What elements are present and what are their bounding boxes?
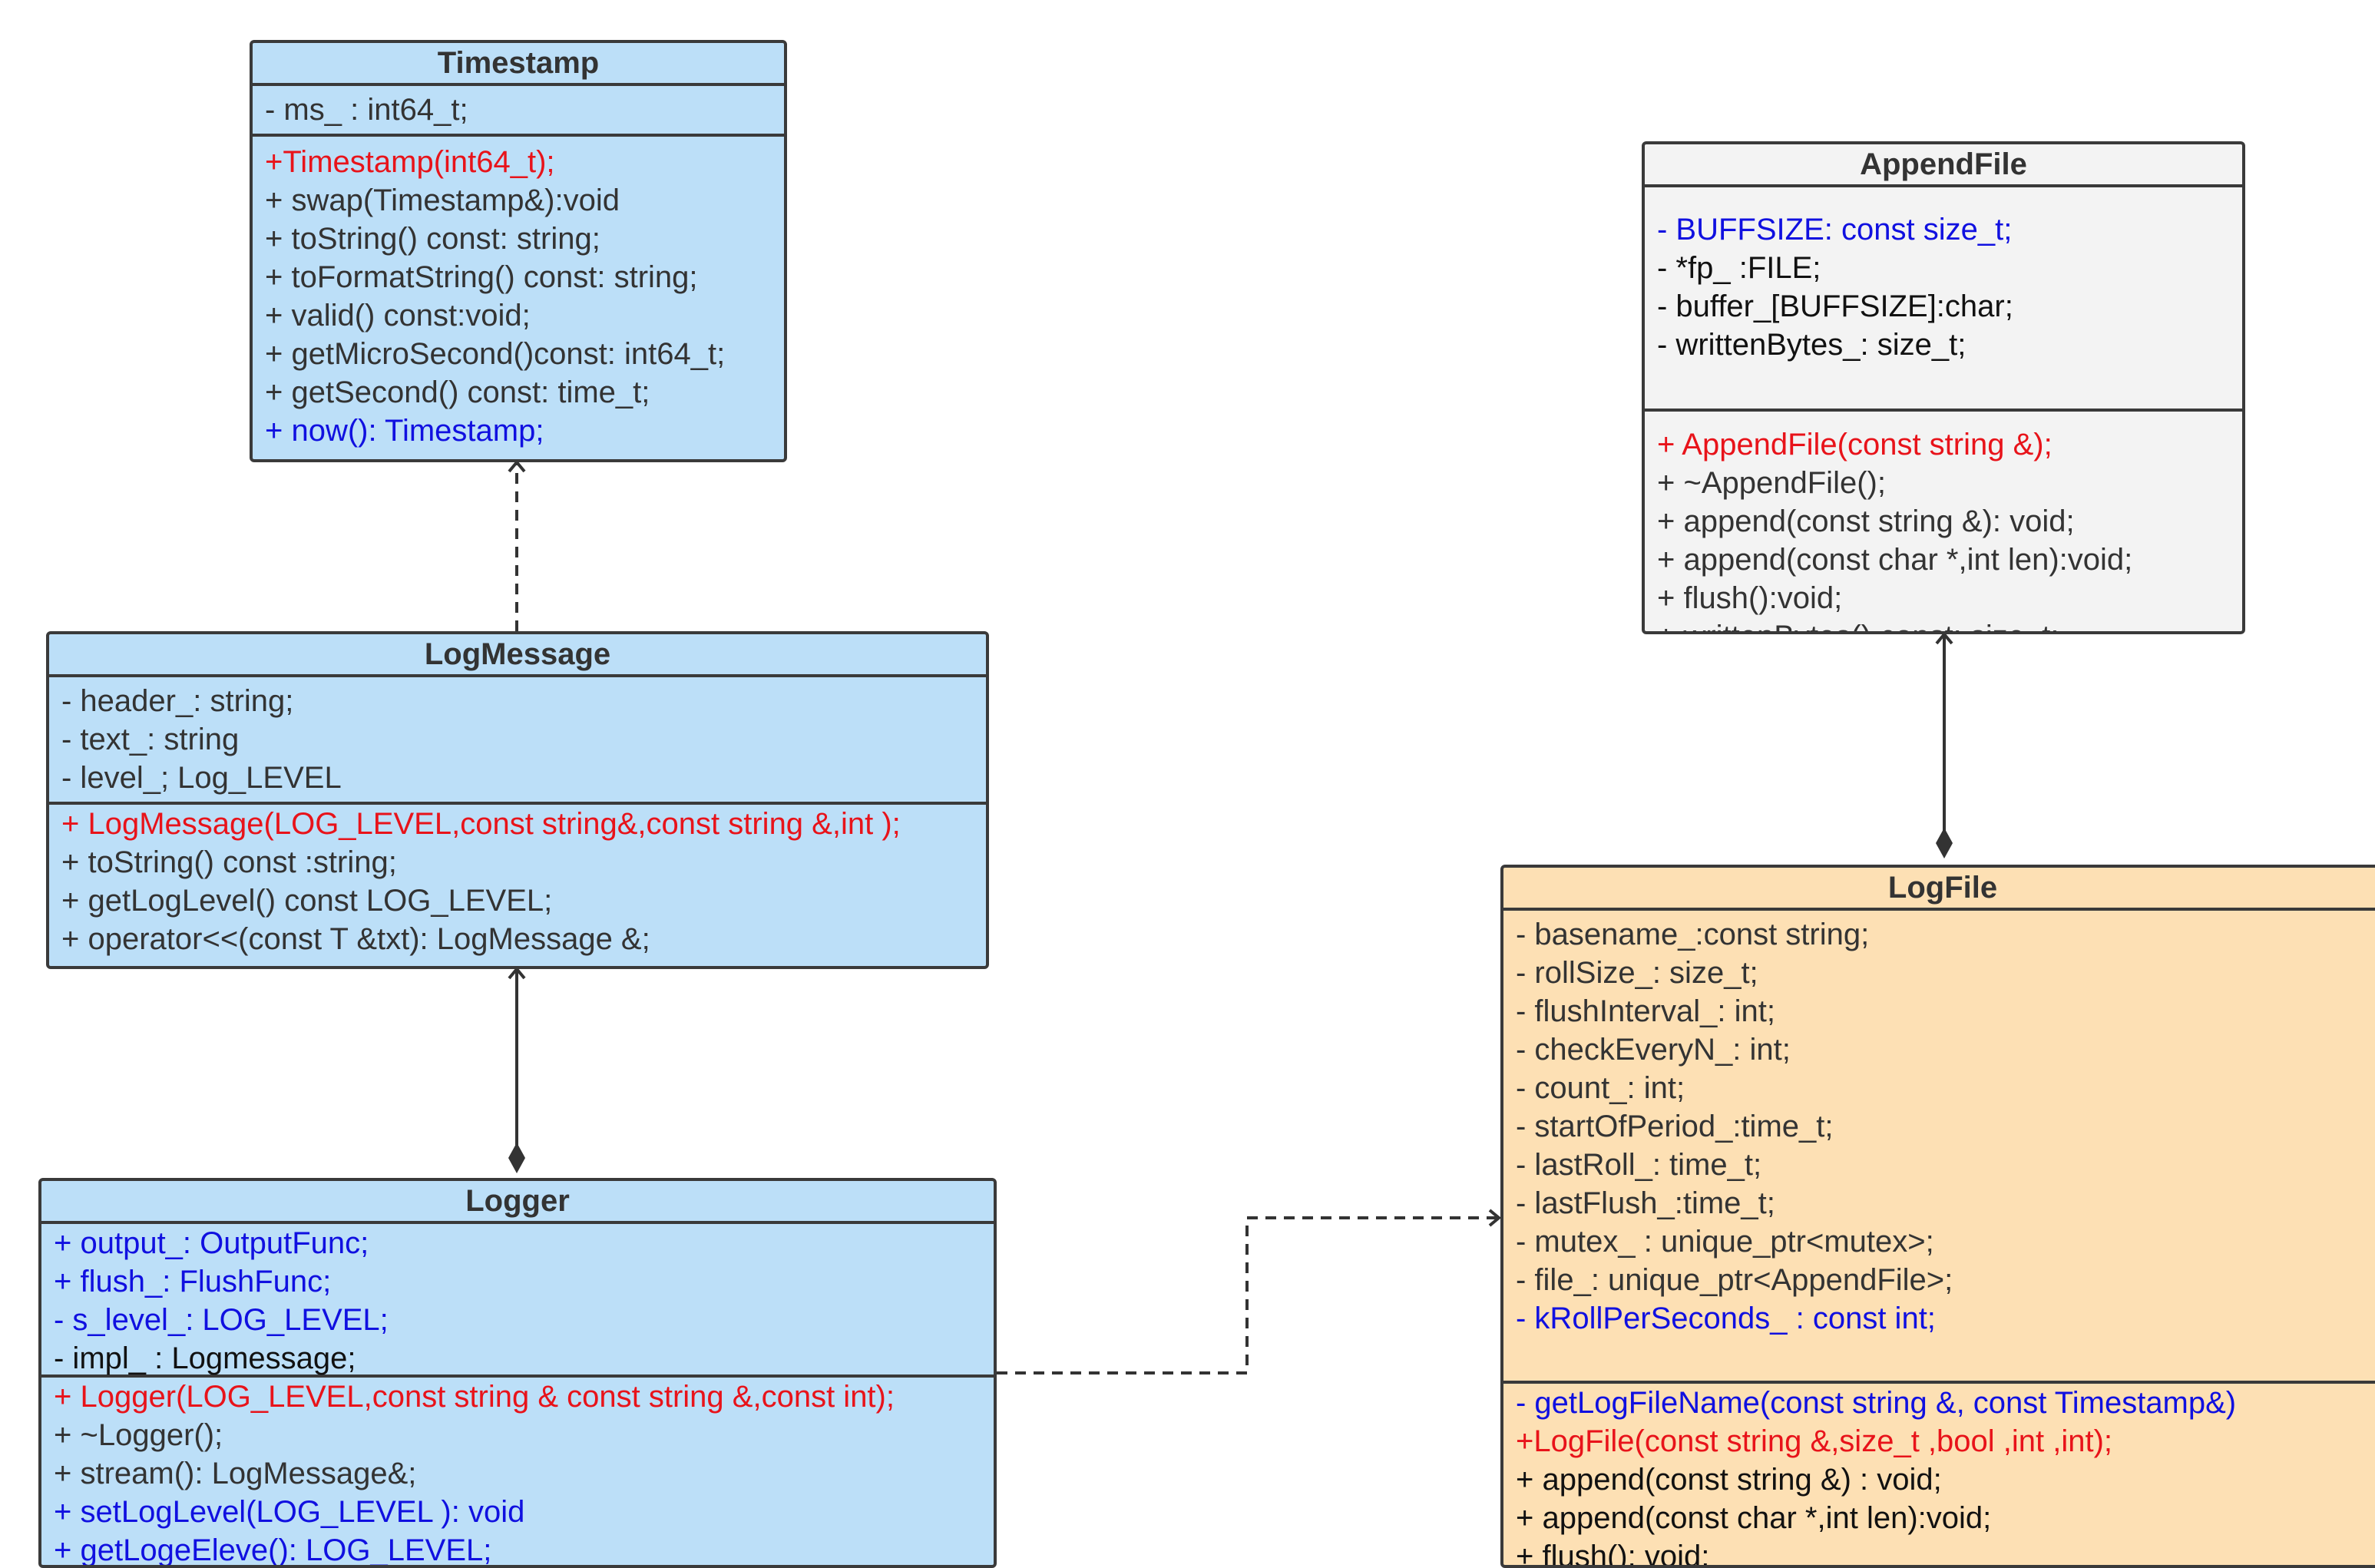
attribute-line: - file_: unique_ptr<AppendFile>; bbox=[1516, 1263, 1953, 1297]
method-line: + append(const char *,int len):void; bbox=[1657, 543, 2133, 577]
methods-section: + Logger(LOG_LEVEL,const string & const … bbox=[41, 1378, 994, 1567]
dependency-logger-logfile bbox=[997, 1209, 1502, 1374]
method-line: + toString() const: string; bbox=[265, 222, 600, 256]
attributes-section: - ms_ : int64_t; bbox=[253, 86, 784, 137]
attribute-line: - count_: int; bbox=[1516, 1071, 1685, 1105]
attribute-line: - rollSize_: size_t; bbox=[1516, 956, 1758, 990]
method-line: + ~Logger(); bbox=[54, 1418, 223, 1452]
attribute-line: - kRollPerSeconds_ : const int; bbox=[1516, 1302, 1936, 1335]
attribute-line: - buffer_[BUFFSIZE]:char; bbox=[1657, 289, 2013, 323]
attribute-line: - level_; Log_LEVEL bbox=[61, 761, 342, 795]
attribute-line: - BUFFSIZE: const size_t; bbox=[1657, 213, 2013, 246]
method-line: + flush(): void; bbox=[1516, 1540, 1710, 1568]
method-line: +Timestamp(int64_t); bbox=[265, 145, 555, 179]
method-line: +LogFile(const string &,size_t ,bool ,in… bbox=[1516, 1424, 2113, 1458]
methods-section: +Timestamp(int64_t); + swap(Timestamp&):v… bbox=[253, 137, 784, 450]
method-line: + getLogeEleve(): LOG_LEVEL; bbox=[54, 1533, 492, 1567]
attribute-line: - checkEveryN_: int; bbox=[1516, 1033, 1791, 1067]
attribute-line: - basename_:const string; bbox=[1516, 918, 1870, 951]
method-line: + getMicroSecond()const: int64_t; bbox=[265, 337, 726, 371]
attribute-line: - *fp_ :FILE; bbox=[1657, 251, 1821, 285]
composition-diamond-logger bbox=[508, 1143, 525, 1173]
class-title: Timestamp bbox=[253, 43, 784, 86]
attribute-line: - writtenBytes_: size_t; bbox=[1657, 328, 1966, 362]
method-line: + swap(Timestamp&):void bbox=[265, 184, 620, 217]
attribute-line: - startOfPeriod_:time_t; bbox=[1516, 1110, 1834, 1143]
attribute-line: - header_: string; bbox=[61, 684, 294, 718]
method-line: + toFormatString() const: string; bbox=[265, 260, 698, 294]
attribute-line: + flush_: FlushFunc; bbox=[54, 1265, 332, 1298]
method-line: + getLogLevel() const LOG_LEVEL; bbox=[61, 884, 553, 918]
class-title: AppendFile bbox=[1645, 144, 2242, 187]
composition-diamond-logfile bbox=[1936, 828, 1953, 858]
methods-section: + AppendFile(const string &); + ~AppendFi… bbox=[1645, 412, 2242, 631]
class-title: LogFile bbox=[1503, 868, 2375, 911]
method-line: + operator<<(const T &txt): LogMessage &… bbox=[61, 922, 650, 956]
class-appendfile: AppendFile - BUFFSIZE: const size_t; - *f… bbox=[1642, 141, 2245, 634]
attribute-line: - text_: string bbox=[61, 723, 240, 756]
method-line: + getSecond() const: time_t; bbox=[265, 375, 650, 409]
methods-section: - getLogFileName(const string &, const T… bbox=[1503, 1384, 2375, 1568]
method-line: + valid() const:void; bbox=[265, 299, 531, 332]
method-line: + stream(): LogMessage&; bbox=[54, 1457, 417, 1490]
method-line: + append(const char *,int len):void; bbox=[1516, 1501, 1992, 1535]
method-line: + append(const string &): void; bbox=[1657, 504, 2075, 538]
attribute-line: - flushInterval_: int; bbox=[1516, 994, 1775, 1028]
method-line: - getLogFileName(const string &, const T… bbox=[1516, 1386, 2237, 1420]
attributes-section: - BUFFSIZE: const size_t; - *fp_ :FILE; - … bbox=[1645, 187, 2242, 412]
attribute-line: - s_level_: LOG_LEVEL; bbox=[54, 1303, 389, 1337]
method-line: + writtenBytes() const: size_t; bbox=[1657, 617, 2242, 631]
attribute-line: - lastFlush_:time_t; bbox=[1516, 1186, 1775, 1220]
method-line: + append(const string &) : void; bbox=[1516, 1463, 1942, 1497]
class-logger: Logger + output_: OutputFunc; + flush_: F… bbox=[38, 1178, 997, 1568]
methods-section: + LogMessage(LOG_LEVEL,const string&,con… bbox=[49, 805, 986, 958]
attributes-section: - basename_:const string; - rollSize_: si… bbox=[1503, 911, 2375, 1384]
method-line: + AppendFile(const string &); bbox=[1657, 428, 2052, 461]
class-logmessage: LogMessage - header_: string; - text_: st… bbox=[46, 631, 989, 969]
attributes-section: - header_: string; - text_: string - level… bbox=[49, 677, 986, 805]
attribute-line: - ms_ : int64_t; bbox=[265, 93, 468, 127]
class-logfile: LogFile - basename_:const string; - rollS… bbox=[1500, 865, 2375, 1568]
class-title: Logger bbox=[41, 1181, 994, 1224]
class-title: LogMessage bbox=[49, 634, 986, 677]
method-line: + toString() const :string; bbox=[61, 845, 397, 879]
method-line: + ~AppendFile(); bbox=[1657, 466, 1886, 500]
method-line: + LogMessage(LOG_LEVEL,const string&,con… bbox=[61, 807, 901, 841]
class-timestamp: Timestamp - ms_ : int64_t; +Timestamp(in… bbox=[250, 40, 787, 462]
method-line: + setLogLevel(LOG_LEVEL ): void bbox=[54, 1495, 525, 1529]
method-line: + flush():void; bbox=[1657, 581, 1843, 615]
method-line: + Logger(LOG_LEVEL,const string & const … bbox=[54, 1380, 895, 1414]
attribute-line: + output_: OutputFunc; bbox=[54, 1226, 369, 1260]
attributes-section: + output_: OutputFunc; + flush_: FlushFun… bbox=[41, 1224, 994, 1378]
attribute-line: - mutex_ : unique_ptr<mutex>; bbox=[1516, 1225, 1934, 1259]
method-line: + now(): Timestamp; bbox=[265, 414, 544, 448]
attribute-line: - impl_ : Logmessage; bbox=[54, 1341, 356, 1375]
attribute-line: - lastRoll_: time_t; bbox=[1516, 1148, 1762, 1182]
